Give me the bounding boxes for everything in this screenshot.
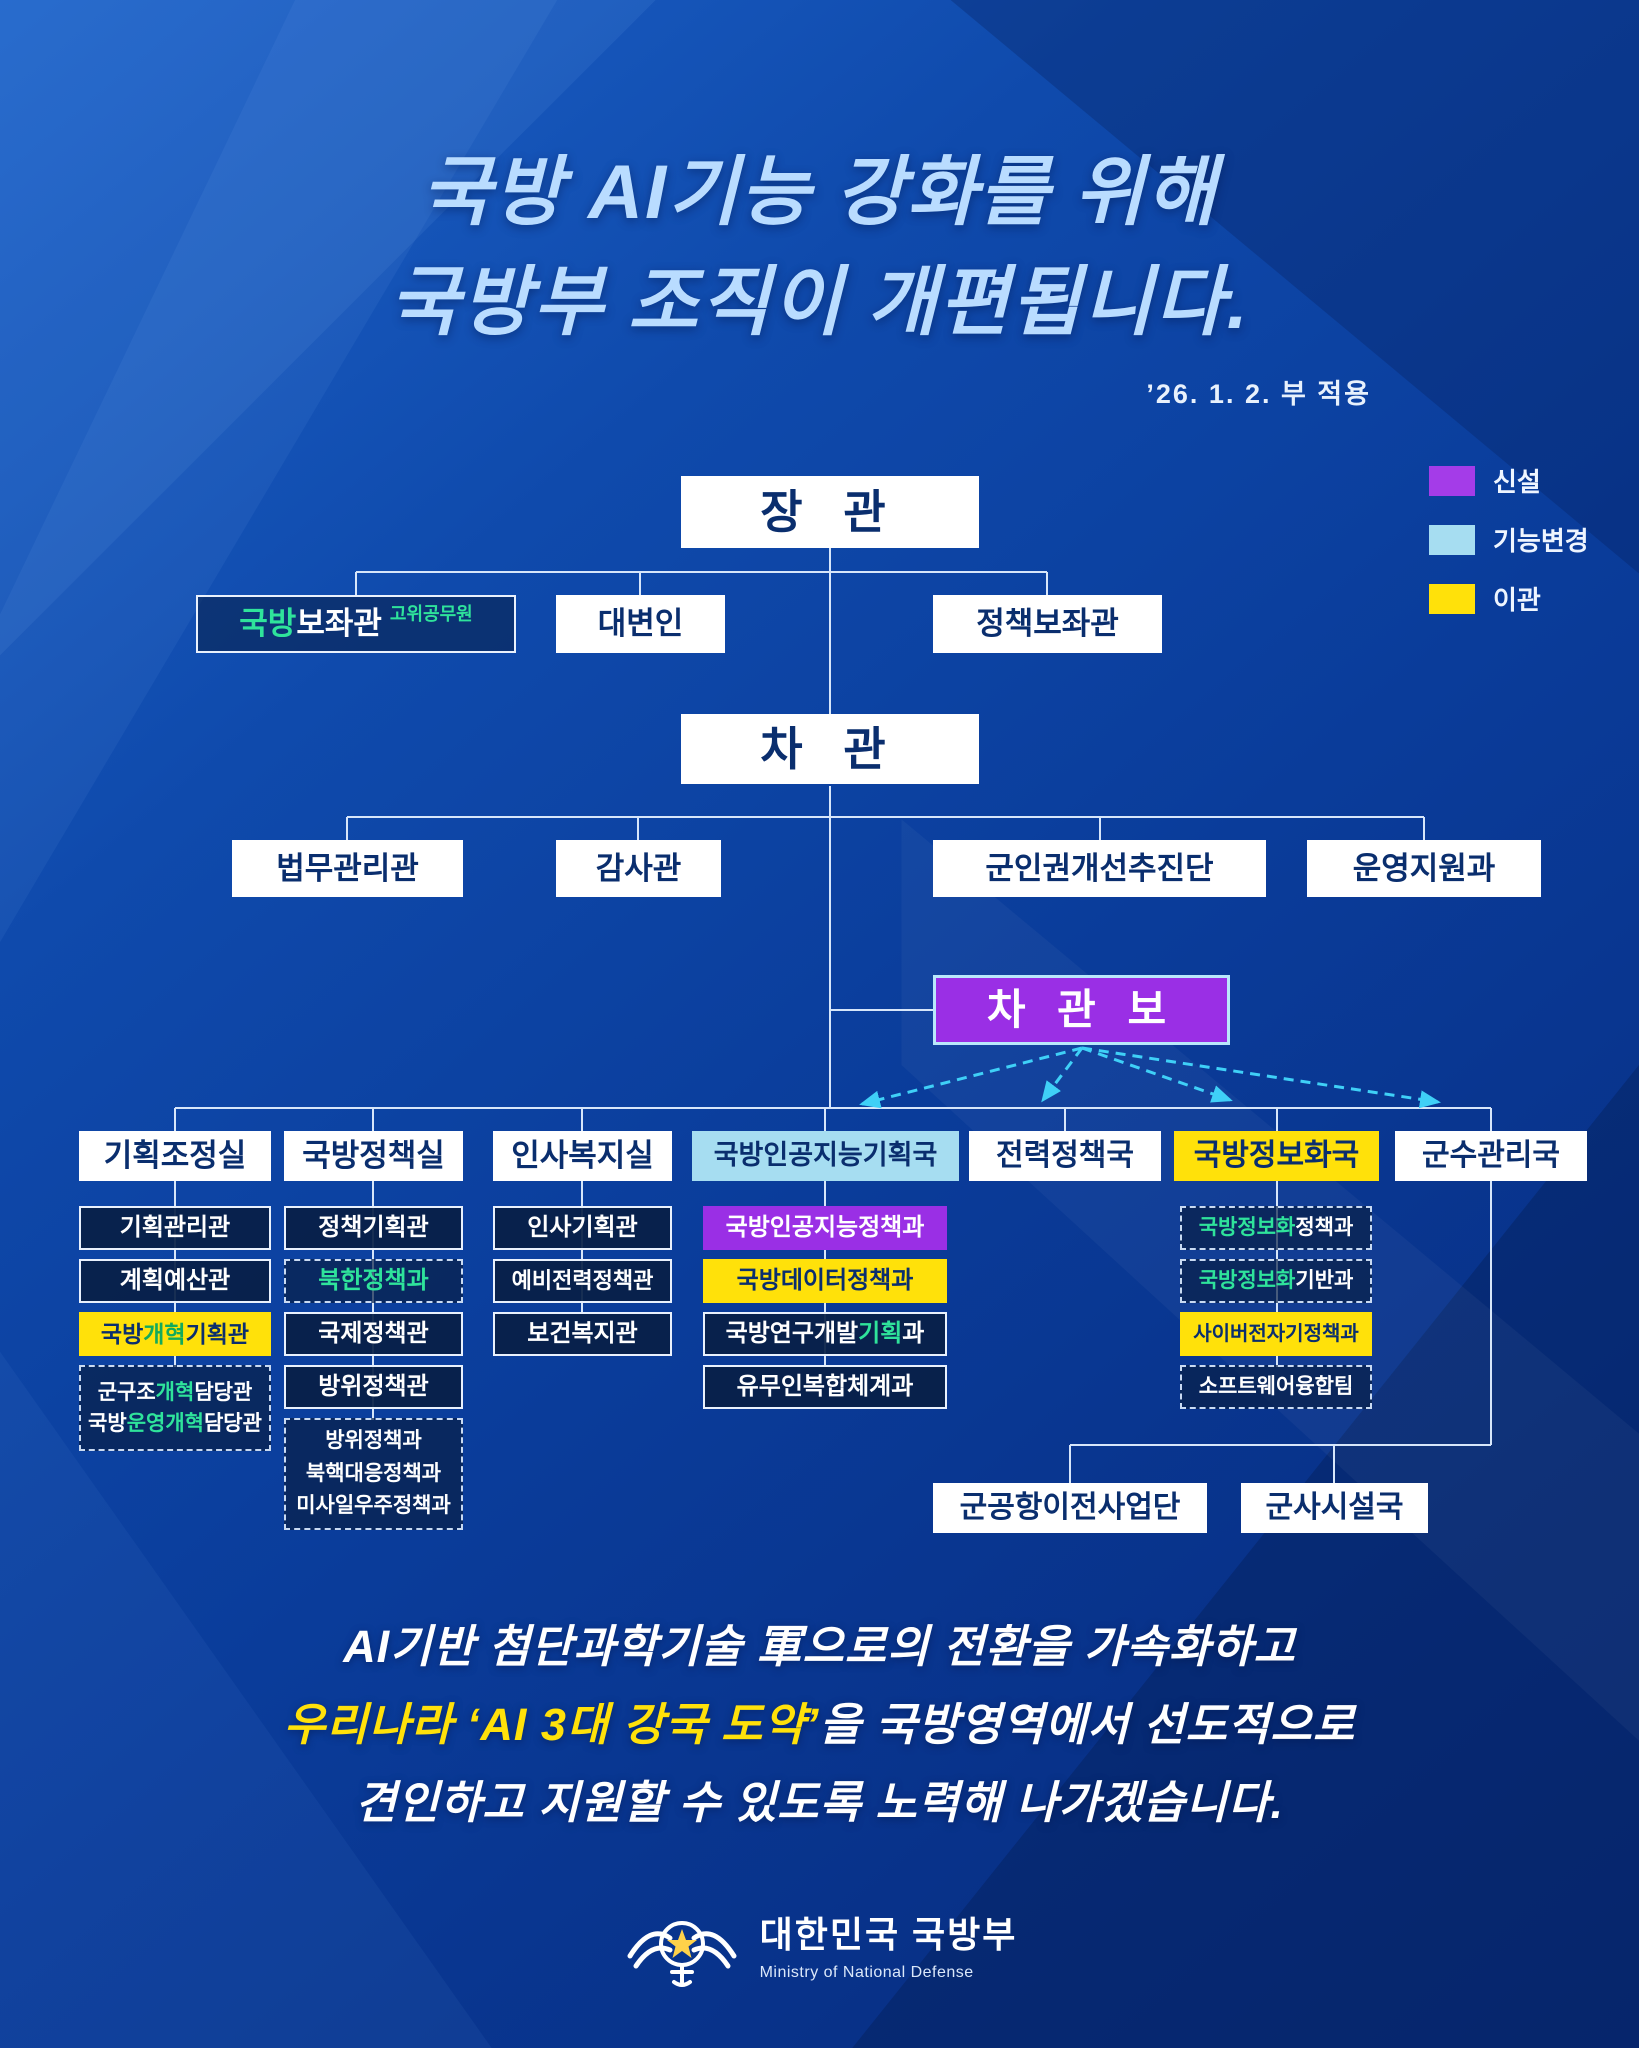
box-cyber-em-policy: 사이버전자기정책과 — [1180, 1312, 1372, 1356]
reform-part-3: 기획관 — [185, 1320, 250, 1347]
footer: 대한민국 국방부 Ministry of National Defense — [0, 1898, 1639, 1990]
box-defense-policy-officer: 방위정책관 — [284, 1365, 463, 1409]
box-military-installations-bureau: 군사시설국 — [1241, 1483, 1428, 1533]
division-personnel-welfare: 인사복지실 — [493, 1131, 672, 1181]
box-north-korea-policy: 북한정책과 — [284, 1259, 463, 1303]
division-planning-coordination: 기획조정실 — [79, 1131, 271, 1181]
rnd-part-1: 국방연구개발 — [725, 1320, 859, 1348]
legend-item-new: 신설 — [1429, 462, 1589, 499]
structure-reform-part-1: 군구조 — [97, 1380, 156, 1404]
rnd-part-2: 기획 — [858, 1320, 903, 1348]
legend-swatch-new — [1429, 465, 1475, 496]
footer-text: 대한민국 국방부 Ministry of National Defense — [760, 1906, 1018, 1982]
info-policy-part-2: 정책과 — [1295, 1215, 1354, 1239]
info-infra-part-2: 기반과 — [1295, 1268, 1354, 1292]
box-spokesperson: 대변인 — [556, 595, 725, 653]
box-reserve-force-policy: 예비전력정책관 — [493, 1259, 672, 1303]
structure-reform-part-2: 개혁 — [155, 1380, 195, 1404]
structure-reform-part-3: 담당관 — [194, 1380, 253, 1404]
box-policy-advisor: 정책보좌관 — [933, 595, 1162, 653]
reform-part-2: 개혁 — [143, 1320, 186, 1347]
box-human-rights-task-force: 군인권개선추진단 — [933, 840, 1266, 897]
box-software-convergence-team: 소프트웨어융합팀 — [1180, 1365, 1372, 1409]
message-line-2-rest: 을 국방영역에서 선도적으로 — [819, 1699, 1356, 1750]
defense-advisor-badge: 고위공무원 — [389, 603, 473, 624]
box-legal-affairs: 법무관리관 — [232, 840, 463, 897]
box-personnel-planning: 인사기획관 — [493, 1206, 672, 1250]
box-manned-unmanned-systems: 유무인복합체계과 — [703, 1365, 947, 1409]
rnd-part-3: 과 — [902, 1320, 925, 1348]
box-defense-policy-division: 방위정책과 — [325, 1429, 422, 1453]
box-reform-officers-group: 군구조개혁담당관 국방운영개혁담당관 — [79, 1365, 271, 1451]
legend-swatch-changed — [1429, 524, 1475, 555]
assistant-minister-arrows — [859, 1046, 1441, 1109]
effective-date: ’26. 1. 2. 부 적용 — [1146, 379, 1371, 409]
legend-label-changed: 기능변경 — [1493, 526, 1589, 556]
division-ai-planning-bureau: 국방인공지능기획국 — [692, 1131, 959, 1181]
box-health-welfare: 보건복지관 — [493, 1312, 672, 1356]
box-international-policy: 국제정책관 — [284, 1312, 463, 1356]
box-policy-planning: 정책기획관 — [284, 1206, 463, 1250]
closing-message: AI기반 첨단과학기술 軍으로의 전환을 가속화하고 우리나라 ‘AI 3대 강… — [0, 1608, 1639, 1842]
box-operations-support: 운영지원과 — [1307, 840, 1541, 897]
box-program-budget: 계획예산관 — [79, 1259, 271, 1303]
mgmt-reform-part-3: 담당관 — [203, 1412, 262, 1435]
reform-part-1: 국방 — [100, 1320, 144, 1347]
division-defense-policy: 국방정책실 — [284, 1131, 463, 1181]
title-line-2: 국방부 조직이 개편됩니다. — [389, 260, 1250, 345]
info-policy-part-1: 국방정보화 — [1198, 1215, 1296, 1239]
mgmt-reform-part-2: 운영개혁 — [126, 1412, 204, 1435]
division-logistics-bureau: 군수관리국 — [1395, 1131, 1587, 1181]
box-ai-policy-division: 국방인공지능정책과 — [703, 1206, 947, 1250]
box-management-reform-officer: 국방운영개혁담당관 — [88, 1408, 262, 1440]
message-line-1: AI기반 첨단과학기술 軍으로의 전환을 가속화하고 — [343, 1621, 1296, 1672]
box-planning-management: 기획관리관 — [79, 1206, 271, 1250]
legend-item-transferred: 이관 — [1429, 580, 1589, 617]
message-line-2: 우리나라 ‘AI 3대 강국 도약’을 국방영역에서 선도적으로 — [0, 1686, 1639, 1764]
defense-advisor-prefix: 국방 — [239, 606, 297, 642]
box-structure-reform-officer: 군구조개혁담당관 — [98, 1377, 253, 1409]
box-minister: 장 관 — [681, 476, 979, 548]
division-force-policy-bureau: 전력정책국 — [969, 1131, 1161, 1181]
poster-title: 국방 AI기능 강화를 위해 국방부 조직이 개편됩니다. — [0, 138, 1639, 358]
box-missile-space-division: 미사일우주정책과 — [296, 1494, 451, 1518]
message-highlight: 우리나라 ‘AI 3대 강국 도약’ — [283, 1699, 820, 1750]
title-line-1: 국방 AI기능 강화를 위해 — [421, 150, 1218, 235]
box-airbase-relocation-group: 군공항이전사업단 — [933, 1483, 1207, 1533]
division-informatization-bureau: 국방정보화국 — [1174, 1131, 1379, 1181]
footer-org-name: 대한민국 국방부 — [759, 1914, 1018, 1955]
legend-item-changed: 기능변경 — [1429, 521, 1589, 558]
mnd-emblem-icon — [627, 1921, 737, 1987]
message-line-3: 견인하고 지원할 수 있도록 노력해 나가겠습니다. — [354, 1777, 1285, 1828]
mgmt-reform-part-1: 국방 — [88, 1412, 127, 1435]
legend-swatch-transferred — [1429, 583, 1475, 614]
box-assistant-minister: 차 관 보 — [933, 975, 1230, 1045]
box-nuclear-response-division: 북핵대응정책과 — [305, 1461, 442, 1485]
defense-advisor-label: 보좌관 — [296, 606, 382, 642]
info-infra-part-1: 국방정보화 — [1198, 1268, 1296, 1292]
box-defense-data-policy: 국방데이터정책과 — [703, 1259, 947, 1303]
box-inspector-general: 감사관 — [556, 840, 721, 897]
legend-label-new: 신설 — [1493, 467, 1541, 497]
box-policy-divisions-group: 방위정책과 북핵대응정책과 미사일우주정책과 — [284, 1418, 463, 1530]
box-vice-minister: 차 관 — [681, 714, 979, 784]
legend-label-transferred: 이관 — [1493, 585, 1541, 615]
legend: 신설 기능변경 이관 — [1429, 462, 1589, 617]
footer-org-name-en: Ministry of National Defense — [759, 1964, 974, 1981]
